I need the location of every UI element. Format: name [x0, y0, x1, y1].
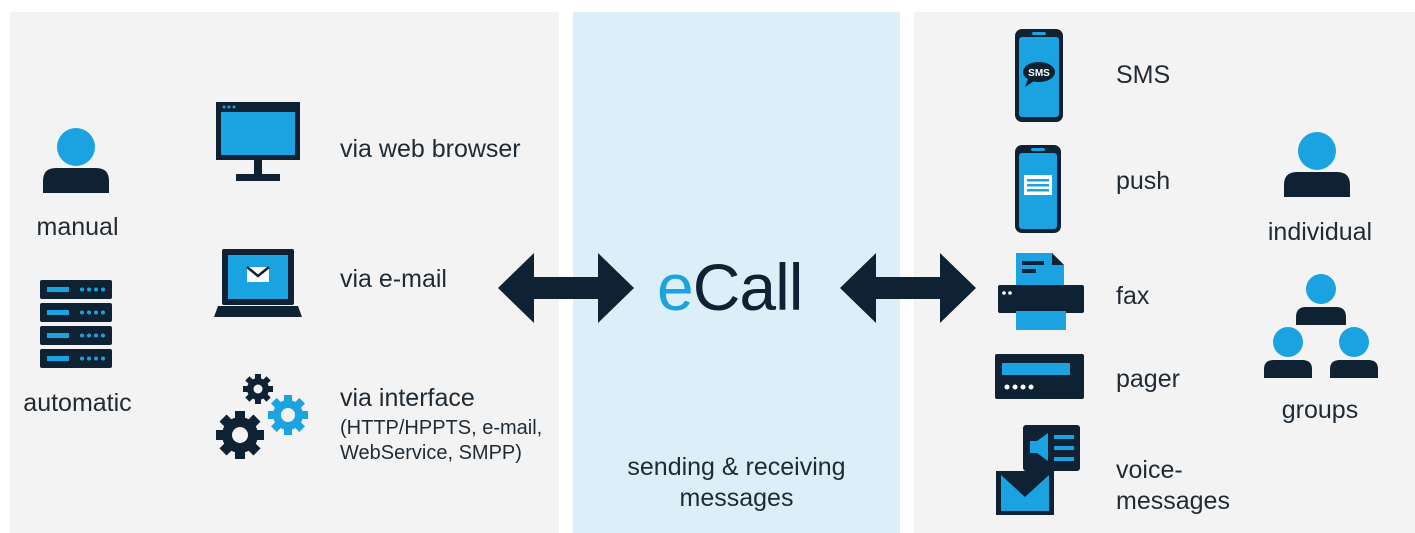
person-icon — [43, 128, 109, 193]
group-icon — [1264, 274, 1378, 378]
center-caption-2: messages — [679, 484, 794, 512]
server-icon — [40, 280, 112, 368]
channel-sublabel-interface-1: (HTTP/HPPTS, e-mail, — [340, 417, 543, 439]
phone-push-icon — [1015, 145, 1061, 233]
logo-e: e — [657, 250, 694, 324]
right-panel — [914, 12, 1415, 533]
channel-label-web: via web browser — [340, 135, 521, 163]
channel-label-voice-2: messages — [1116, 487, 1230, 515]
ecall-logo: eCall — [657, 250, 804, 324]
logo-call: Call — [692, 250, 804, 324]
sms-bubble-text: SMS — [1028, 68, 1050, 79]
sender-label-automatic: automatic — [23, 389, 132, 417]
channel-label-fax: fax — [1116, 282, 1150, 310]
voice-message-icon — [996, 425, 1080, 515]
center-panel — [573, 12, 900, 533]
phone-sms-icon: SMS — [1015, 29, 1063, 122]
channel-label-pager: pager — [1116, 365, 1180, 393]
monitor-icon — [216, 102, 300, 181]
channel-label-sms: SMS — [1116, 61, 1171, 89]
center-caption-1: sending & receiving — [627, 453, 846, 481]
laptop-mail-icon — [214, 249, 302, 317]
pager-icon — [995, 354, 1084, 399]
channel-sublabel-interface-2: WebService, SMPP) — [340, 442, 522, 464]
recipient-label-groups: groups — [1281, 396, 1359, 424]
sender-label-manual: manual — [36, 213, 119, 241]
person-icon — [1284, 132, 1350, 197]
recipient-label-individual: individual — [1267, 218, 1373, 246]
channel-label-interface: via interface — [340, 384, 475, 412]
fax-icon — [998, 253, 1084, 330]
gears-icon — [216, 374, 308, 459]
channel-label-email: via e-mail — [340, 265, 447, 293]
channel-label-voice-1: voice- — [1116, 456, 1183, 484]
double-arrow-left — [498, 253, 634, 323]
double-arrow-right — [840, 253, 976, 323]
channel-label-push: push — [1116, 167, 1171, 195]
